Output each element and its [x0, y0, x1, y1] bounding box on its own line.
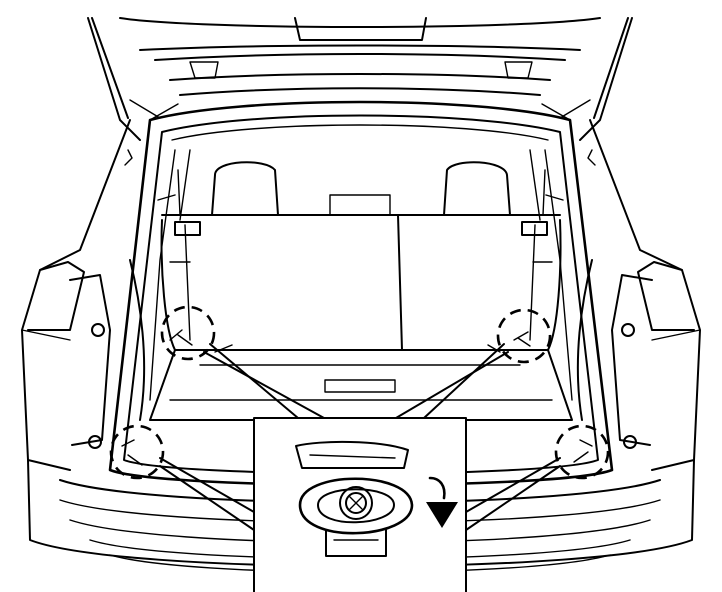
rear-seats [160, 161, 562, 351]
callout-upper-right-hook [496, 308, 552, 364]
raised-hatch [87, 17, 633, 141]
detail-inset [253, 417, 467, 592]
rotate-down-arrow-icon [428, 476, 446, 500]
arrow-head [426, 502, 458, 528]
leader-lines [159, 343, 561, 531]
callout-lower-left-hook [109, 424, 165, 480]
callout-lower-right-hook [554, 424, 610, 480]
callout-markers [109, 305, 610, 480]
vehicle-body [21, 100, 701, 487]
callout-upper-left-hook [160, 305, 216, 361]
